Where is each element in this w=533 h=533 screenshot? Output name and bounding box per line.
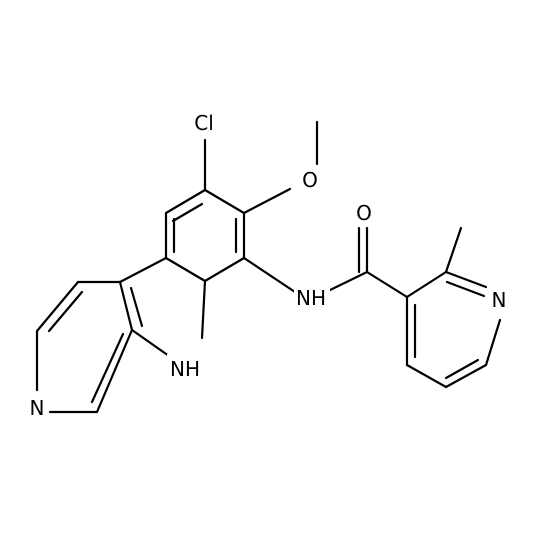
bond <box>164 188 207 215</box>
indole-nh-label: NH <box>170 357 200 381</box>
bond <box>130 328 171 358</box>
bond <box>90 332 125 404</box>
pyridine-n-right-label: N <box>492 288 507 312</box>
chlorine-atom: Cl <box>187 108 223 136</box>
amide-nh-atom: NH <box>294 283 330 311</box>
bond <box>444 358 480 380</box>
bond <box>171 202 204 223</box>
amide-nh-label: NH <box>296 286 326 310</box>
pyridine-n-left-label: N <box>30 396 45 420</box>
bond <box>365 270 409 299</box>
bond <box>47 290 84 333</box>
bond <box>95 328 134 414</box>
bond <box>444 226 463 274</box>
bond <box>200 279 207 340</box>
bond <box>203 188 246 215</box>
bond <box>445 280 486 298</box>
bond <box>118 280 134 332</box>
bond <box>324 270 369 294</box>
bond <box>118 256 168 284</box>
bond <box>242 256 297 294</box>
indole-nh-atom: NH <box>167 354 203 382</box>
bond <box>129 286 144 328</box>
bond-layer <box>35 120 502 414</box>
chlorine-label: Cl <box>194 111 214 135</box>
bond <box>405 270 448 299</box>
methoxy-oxygen-label: O <box>302 168 318 192</box>
bond <box>444 363 488 389</box>
bond <box>35 280 80 333</box>
carbonyl-oxygen-label: O <box>356 201 372 225</box>
pyridine-n-left-atom: N <box>26 393 48 421</box>
bond <box>164 256 207 283</box>
bond <box>444 270 488 289</box>
pyridine-n-right-atom: N <box>488 285 510 313</box>
bond <box>242 187 292 215</box>
methoxy-oxygen-atom: O <box>299 165 321 193</box>
bond <box>203 256 246 283</box>
atom-label-layer: Cl O O NH NH N N <box>26 108 510 421</box>
carbonyl-oxygen-atom: O <box>353 198 375 226</box>
bond <box>405 363 448 389</box>
bond <box>484 318 502 367</box>
